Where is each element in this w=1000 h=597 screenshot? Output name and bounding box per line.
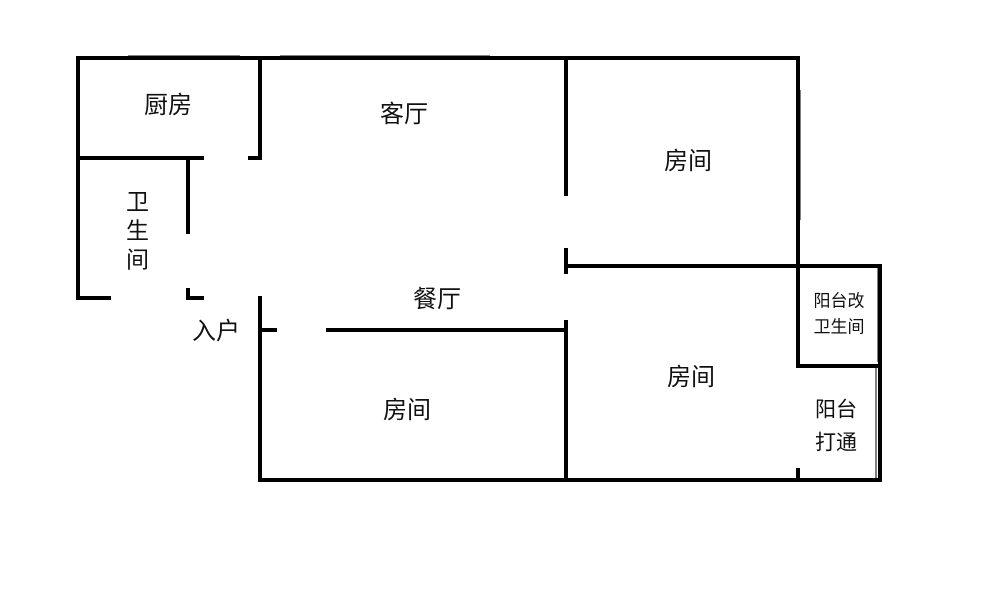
dining-room-label: 餐厅 <box>413 285 461 313</box>
kitchen-label: 厨房 <box>144 91 192 119</box>
entrance-label: 入户 <box>192 317 240 345</box>
interior-walls <box>76 56 882 482</box>
bedroom-top-right-label: 房间 <box>664 147 712 175</box>
exterior-walls <box>76 56 882 482</box>
bedroom-bottom-right-label: 房间 <box>667 363 715 391</box>
bedroom-bottom-left-label: 房间 <box>383 396 431 424</box>
bathroom-label: 卫生间 <box>121 189 148 277</box>
balcony-bathroom-line2: 卫生间 <box>813 318 865 338</box>
balcony-open-line2: 打通 <box>815 430 857 454</box>
living-room-label: 客厅 <box>380 100 428 128</box>
balcony-open-label: 阳台 打通 <box>815 393 857 458</box>
balcony-bathroom-line1: 阳台改 <box>813 291 865 312</box>
balcony-bathroom-label: 阳台改 卫生间 <box>814 289 865 342</box>
balcony-open-line1: 阳台 <box>815 397 857 422</box>
windows <box>128 55 879 478</box>
